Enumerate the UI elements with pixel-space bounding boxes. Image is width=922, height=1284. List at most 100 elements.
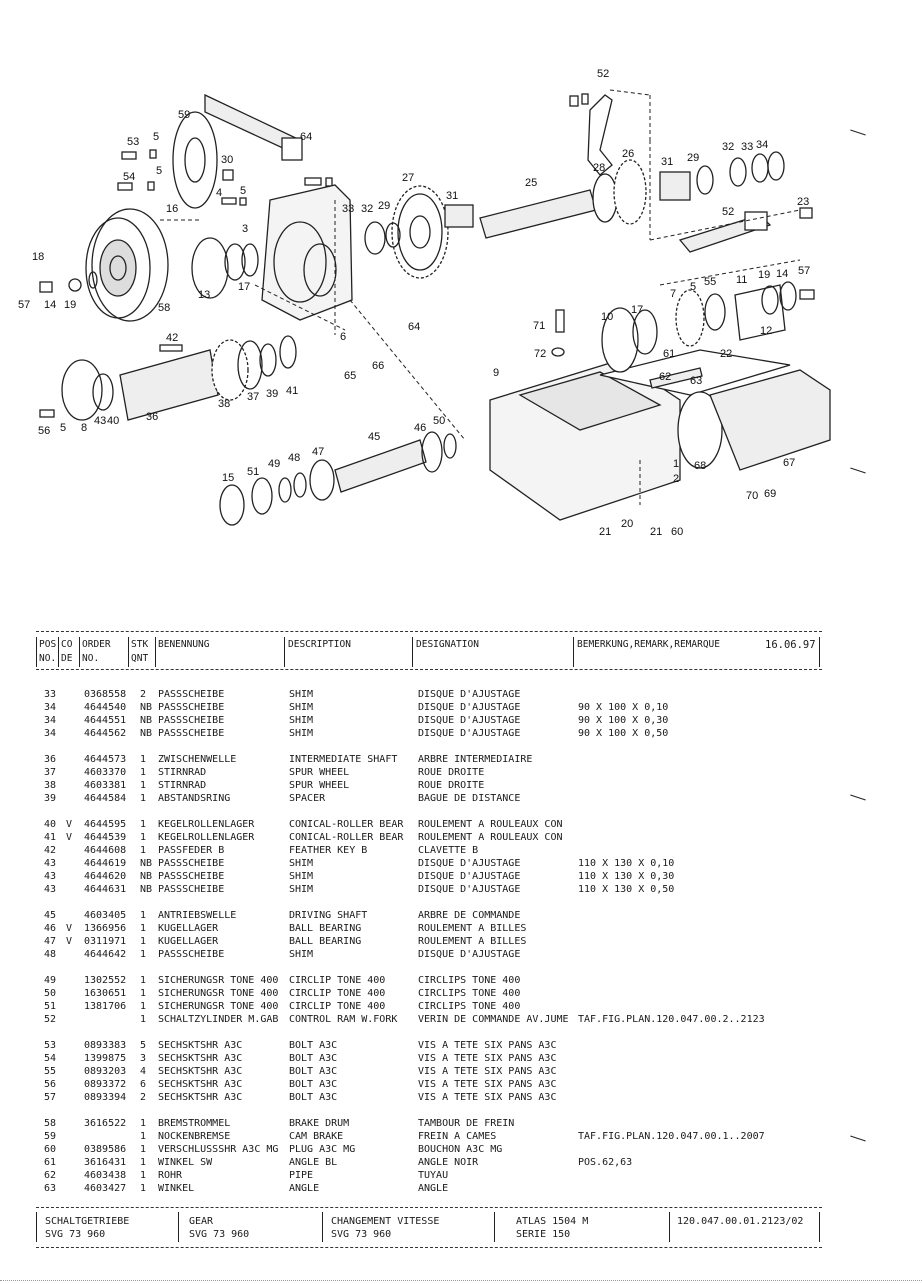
cell-fr: VIS A TETE SIX PANS A3C — [418, 1039, 557, 1051]
cell-pos: 53 — [44, 1039, 57, 1051]
cell-fr: BAGUE DE DISTANCE — [418, 793, 521, 805]
callout-16: 16 — [166, 203, 178, 215]
callout-5: 5 — [240, 185, 246, 197]
callout-31: 31 — [446, 190, 458, 202]
cell-de: PASSSCHEIBE — [158, 871, 225, 883]
footer-left-border — [36, 1212, 37, 1242]
cell-pos: 40 — [44, 818, 57, 830]
cell-order: 1302552 — [84, 974, 127, 986]
cell-pos: 34 — [44, 702, 57, 714]
cell-qty: NB — [140, 871, 153, 883]
cell-en: BRAKE DRUM — [289, 1117, 350, 1129]
callout-14: 14 — [776, 268, 788, 280]
callout-65: 65 — [344, 370, 356, 382]
group-spacer — [0, 1104, 922, 1117]
header-pos-no: POS NO. — [39, 639, 57, 664]
cell-de: ZWISCHENWELLE — [158, 753, 237, 765]
cell-fr: CIRCLIPS TONE 400 — [418, 1000, 521, 1012]
cell-co: V — [66, 831, 73, 843]
cell-qty: 2 — [140, 1091, 147, 1103]
footer-divider — [178, 1212, 179, 1242]
callout-58: 58 — [158, 302, 170, 314]
callout-15: 15 — [222, 472, 234, 484]
callout-29: 29 — [687, 152, 699, 164]
callout-52: 52 — [597, 68, 609, 80]
cell-de: PASSSCHEIBE — [158, 689, 225, 700]
cell-fr: ROULEMENT A ROULEAUX CON — [418, 818, 563, 830]
footer-plan-no: 120.047.00.01.2123/02 — [677, 1216, 804, 1227]
cell-pos: 46 — [44, 922, 57, 934]
cell-fr: ARBRE INTERMEDIAIRE — [418, 753, 533, 765]
callout-63: 63 — [690, 375, 702, 387]
callout-34: 34 — [756, 139, 768, 151]
cell-pos: 51 — [44, 1000, 57, 1012]
cell-qty: 1 — [140, 936, 147, 947]
cell-fr: ANGLE NOIR — [418, 1156, 479, 1168]
cell-qty: 4 — [140, 1065, 147, 1077]
cell-rem: 90 X 100 X 0,30 — [578, 715, 669, 727]
cell-rem: POS.62,63 — [578, 1156, 633, 1168]
cell-order: 4644551 — [84, 715, 127, 727]
cell-pos: 39 — [44, 793, 57, 805]
cell-de: PASSSCHEIBE — [158, 715, 225, 727]
cell-pos: 33 — [44, 689, 57, 700]
cell-qty: 1 — [140, 909, 147, 921]
cell-qty: NB — [140, 728, 153, 740]
cell-pos: 36 — [44, 753, 57, 765]
callout-31: 31 — [661, 156, 673, 168]
cell-pos: 45 — [44, 909, 57, 921]
cell-de: SECHSKTSHR A3C — [158, 1078, 243, 1090]
header-divider — [155, 637, 156, 667]
cell-de: BREMSTROMMEL — [158, 1117, 231, 1129]
cell-qty: 1 — [140, 753, 147, 765]
cell-en: BOLT A3C — [289, 1078, 338, 1090]
cell-fr: ROULEMENT A BILLES — [418, 922, 527, 934]
cell-order: 4644620 — [84, 871, 127, 883]
callout-20: 20 — [621, 518, 633, 530]
cell-qty: 1 — [140, 1183, 147, 1194]
callout-19: 19 — [64, 299, 76, 311]
footer-en-sub: SVG 73 960 — [189, 1229, 250, 1240]
cell-qty: 1 — [140, 766, 147, 778]
callout-29: 29 — [378, 200, 390, 212]
cell-order: 4644608 — [84, 844, 127, 856]
cell-co: V — [66, 936, 73, 947]
cell-qty: NB — [140, 884, 153, 896]
callout-52: 52 — [722, 206, 734, 218]
cell-qty: 1 — [140, 1013, 147, 1025]
header-benennung: BENENNUNG — [158, 639, 210, 650]
cell-en: CONICAL-ROLLER BEAR — [289, 831, 404, 843]
cell-de: PASSSCHEIBE — [158, 884, 225, 896]
footer-top-rule — [36, 1207, 822, 1208]
cell-qty: 1 — [140, 818, 147, 830]
cell-en: SHIM — [289, 728, 314, 740]
cell-qty: 1 — [140, 1156, 147, 1168]
cell-en: CONTROL RAM W.FORK — [289, 1013, 398, 1025]
cell-pos: 60 — [44, 1143, 57, 1155]
cell-rem: 110 X 130 X 0,30 — [578, 871, 675, 883]
callout-33: 33 — [342, 203, 354, 215]
callout-9: 9 — [493, 367, 499, 379]
cell-qty: 3 — [140, 1052, 147, 1064]
cell-fr: VIS A TETE SIX PANS A3C — [418, 1078, 557, 1090]
callout-53: 53 — [127, 136, 139, 148]
cell-en: CAM BRAKE — [289, 1130, 344, 1142]
callout-23: 23 — [797, 196, 809, 208]
footer-en-title: GEAR — [189, 1216, 214, 1227]
cell-en: SHIM — [289, 702, 314, 714]
cell-en: DRIVING SHAFT — [289, 909, 368, 921]
callout-26: 26 — [622, 148, 634, 160]
main-shaft-drawing — [479, 151, 785, 239]
